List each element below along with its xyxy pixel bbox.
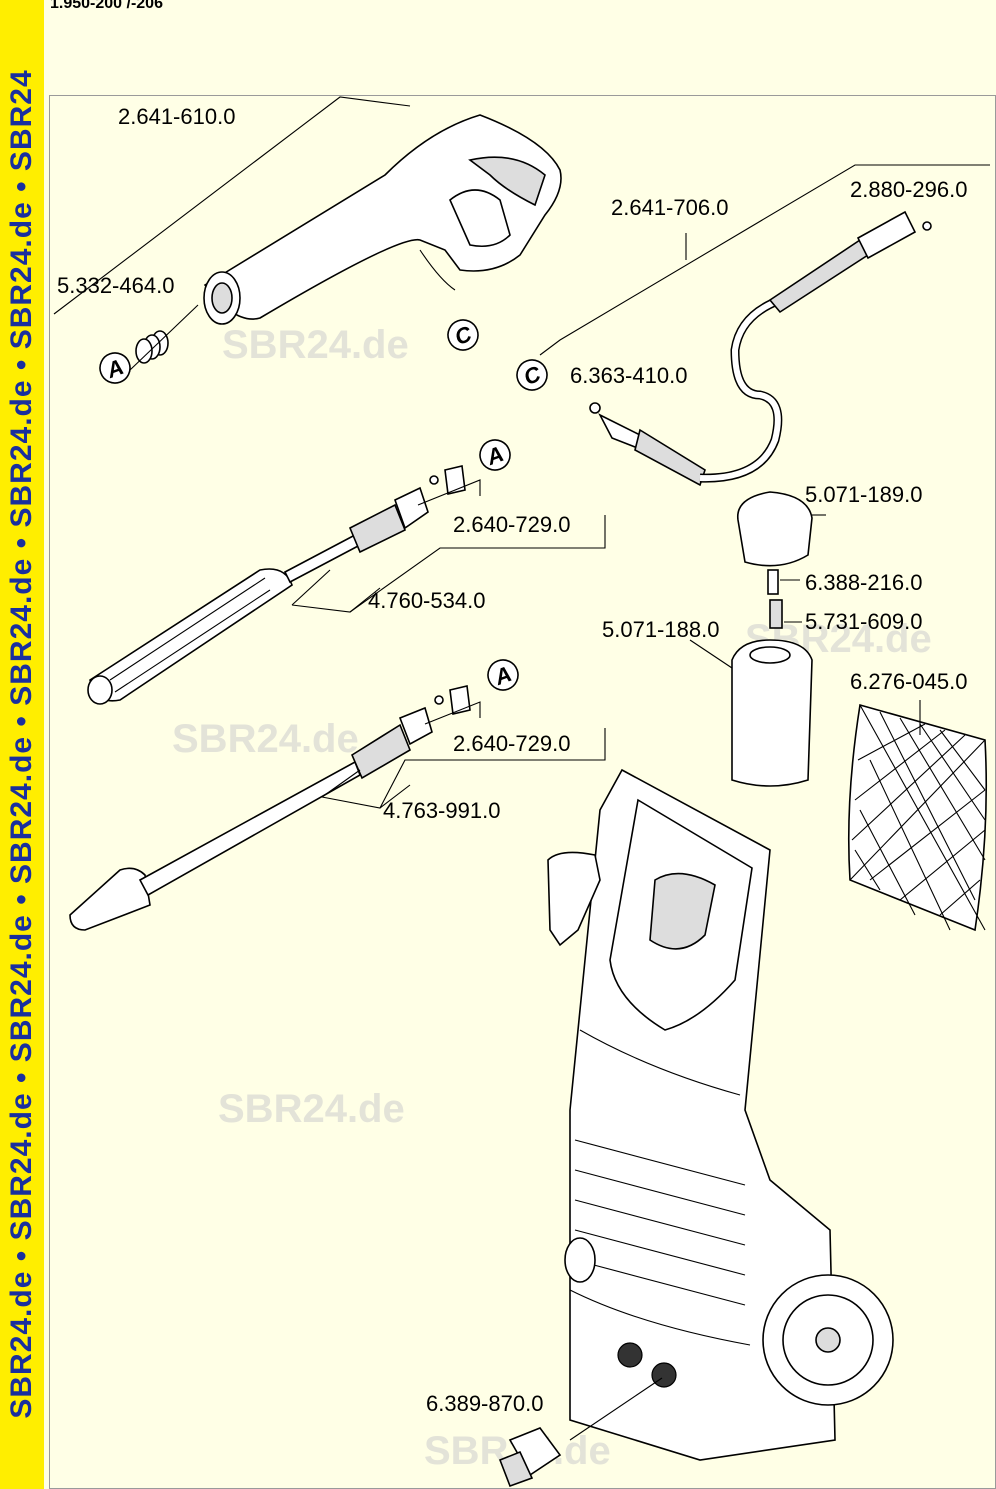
marker-c: C: [447, 319, 479, 351]
hose-assembly: [539, 164, 990, 487]
part-label-hose: 2.641-706.0: [611, 195, 728, 220]
part-label-valve: 5.731-609.0: [805, 609, 922, 634]
part-label-trigger-gun: 2.641-610.0: [118, 104, 235, 129]
marker-a: A: [479, 439, 511, 471]
watermark: SBR24.de: [172, 717, 359, 761]
watermark: SBR24.de: [218, 1087, 405, 1131]
marker-a: A: [99, 352, 131, 384]
watermark: SBR24.de: [222, 323, 409, 367]
detergent-parts: [689, 491, 826, 787]
marker-c: C: [516, 359, 548, 391]
part-label-gun-oring: 5.332-464.0: [57, 273, 174, 298]
rotor-lance: [69, 685, 606, 931]
trigger-gun: [53, 96, 562, 325]
part-label-tube: 6.388-216.0: [805, 570, 922, 595]
part-label-rotor-lance: 4.763-991.0: [383, 798, 500, 823]
part-label-hose-seal: 6.363-410.0: [570, 363, 687, 388]
part-label-detergent-tank: 5.071-188.0: [602, 617, 719, 642]
part-label-hose-oring: 2.880-296.0: [850, 177, 967, 202]
main-unit: [547, 768, 894, 1461]
part-label-cap: 5.071-189.0: [805, 482, 922, 507]
part-label-vario-lance: 4.760-534.0: [368, 588, 485, 613]
coupling: [498, 1427, 562, 1488]
part-label-filter-net: 6.276-045.0: [850, 669, 967, 694]
diagram-frame: [49, 95, 996, 1489]
side-banner: SBR24.de • SBR24.de • SBR24.de • SBR24.d…: [0, 0, 44, 1489]
document-id: 1.950-200 /-206: [50, 0, 163, 12]
vario-lance: [87, 465, 606, 705]
filter-net: [847, 700, 988, 932]
part-label-adapter-1: 2.640-729.0: [453, 512, 570, 537]
part-label-coupling: 6.389-870.0: [426, 1391, 543, 1416]
marker-a: A: [487, 659, 519, 691]
gun-oring-springs: [129, 304, 199, 371]
part-label-adapter-2: 2.640-729.0: [453, 731, 570, 756]
